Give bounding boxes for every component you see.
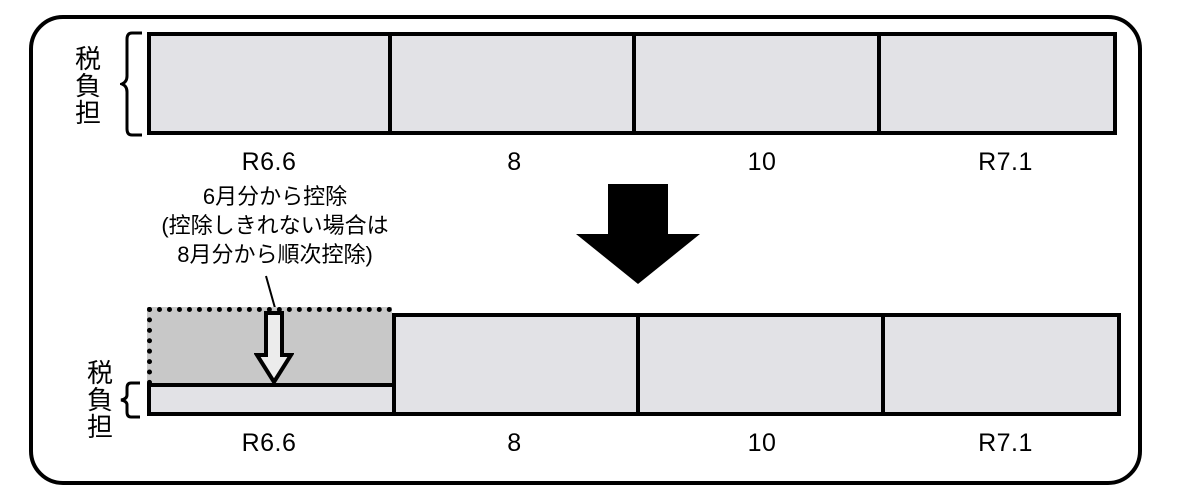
bottom-bar: [392, 313, 1125, 416]
top-vertical-label-char-3: 担: [74, 98, 101, 128]
deduction-annotation: 6月分から控除 (控除しきれない場合は 8月分から順次控除): [140, 182, 410, 269]
bottom-label-2: 8: [507, 429, 522, 457]
annotation-leader-line: [265, 275, 276, 309]
top-bar-cell-1: [147, 32, 392, 135]
outer-frame: [29, 15, 1142, 485]
top-bar-cell-4: [877, 32, 1117, 135]
bottom-bar-cell-2: [392, 313, 640, 416]
top-vertical-label-char-1: 税: [74, 44, 101, 74]
top-label-1: R6.6: [241, 148, 297, 176]
bottom-vertical-label-char-3: 担: [86, 412, 113, 442]
top-vertical-label-char-2: 負: [74, 71, 101, 101]
bottom-vertical-label-char-1: 税: [86, 358, 113, 388]
down-arrow-outline-icon: [254, 311, 294, 385]
top-label-2: 8: [507, 148, 522, 176]
top-label-3: 10: [747, 148, 777, 176]
bottom-bar-labels: R6.6 8 10 R7.1: [147, 429, 1125, 458]
bottom-vertical-label: 税 負 担: [85, 360, 115, 441]
top-bar: [147, 32, 1125, 135]
bottom-label-4: R7.1: [978, 429, 1033, 457]
top-bar-labels: R6.6 8 10 R7.1: [147, 148, 1125, 177]
curly-brace-icon: [120, 381, 140, 419]
annotation-line-2: (控除しきれない場合は: [161, 213, 389, 238]
bottom-label-3: 10: [747, 429, 777, 457]
bottom-label-1: R6.6: [241, 429, 297, 457]
top-vertical-label: 税 負 担: [73, 46, 103, 127]
bottom-vertical-label-char-2: 負: [86, 385, 113, 415]
top-bar-cell-3: [632, 32, 881, 135]
curly-brace-icon: [117, 31, 142, 137]
remaining-burden-block: [147, 383, 396, 416]
bottom-brace: [118, 381, 144, 424]
annotation-line-3: 8月分から順次控除): [177, 242, 373, 267]
bottom-bar-cell-3: [636, 313, 885, 416]
bottom-bar-cell-4: [881, 313, 1121, 416]
down-arrow-icon: [576, 184, 700, 284]
top-brace: [117, 30, 146, 143]
top-label-4: R7.1: [978, 148, 1033, 176]
top-bar-cell-2: [388, 32, 636, 135]
annotation-line-1: 6月分から控除: [202, 184, 348, 209]
